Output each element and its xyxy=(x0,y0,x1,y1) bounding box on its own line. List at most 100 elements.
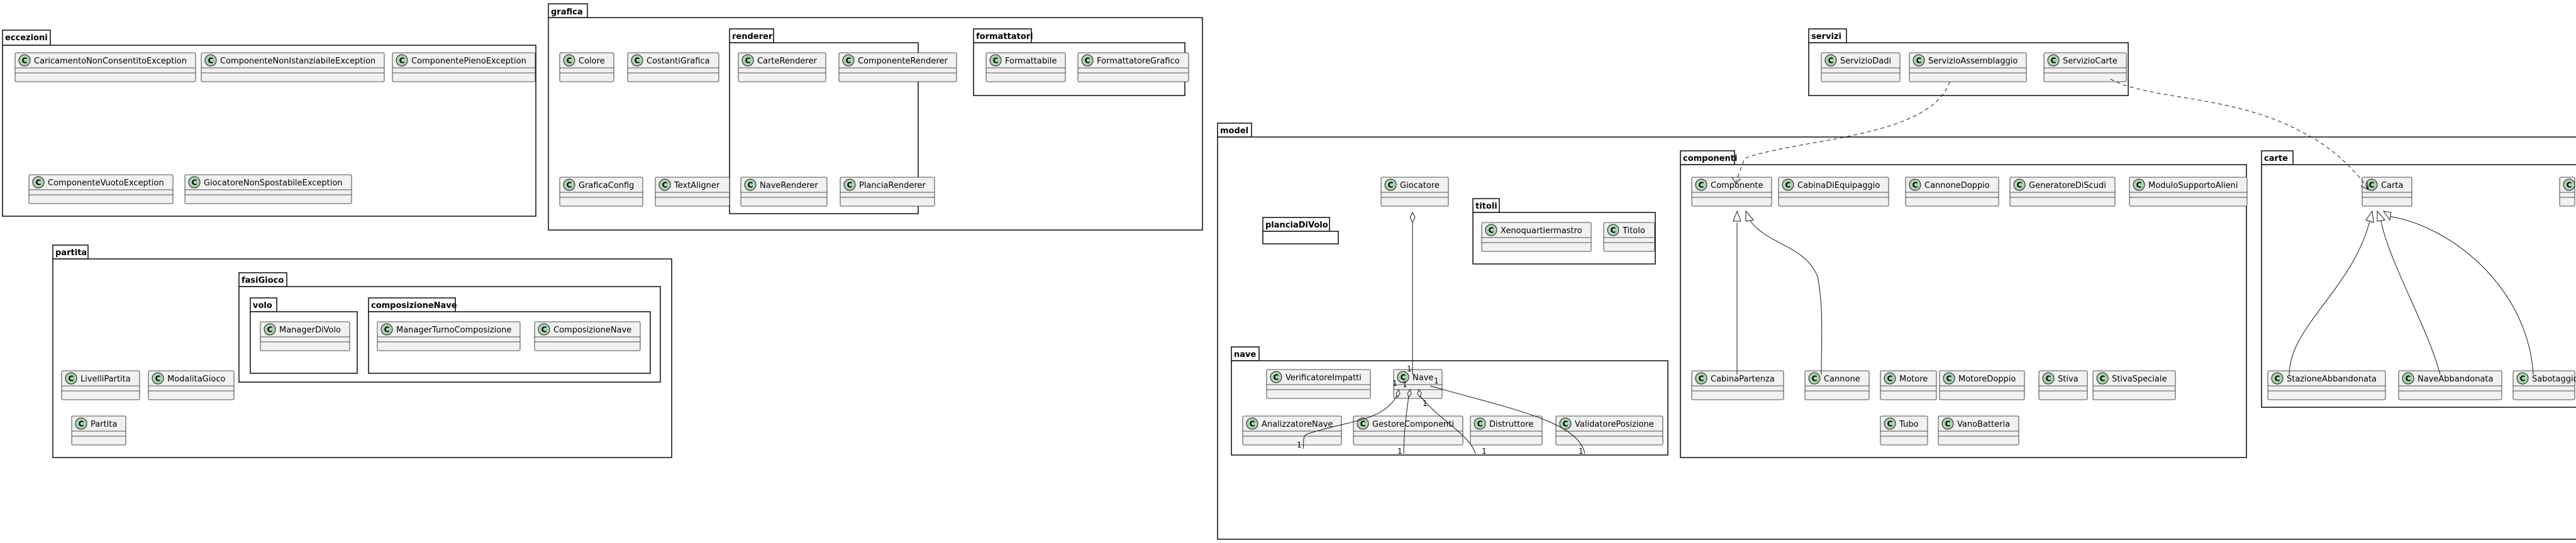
class-stereotype-letter: C xyxy=(1785,181,1791,190)
class-box xyxy=(2512,370,2575,400)
class-name: Stiva xyxy=(2058,375,2079,384)
class-box xyxy=(534,321,641,351)
class-stereotype-letter: C xyxy=(1085,57,1091,65)
class-name: StazioneAbbandonata xyxy=(2287,375,2377,384)
class-box xyxy=(1905,177,1999,207)
class-box xyxy=(2009,177,2116,207)
class-stereotype-icon xyxy=(1246,417,1258,430)
class-stereotype-icon xyxy=(396,54,408,67)
class-name: AnalizzatoreNave xyxy=(1262,420,1333,429)
class-box xyxy=(1938,415,2019,446)
class-stereotype-icon xyxy=(843,178,856,191)
class-name: Colore xyxy=(579,57,605,66)
package-label: volo xyxy=(253,301,272,310)
class-CabinaDiEquipaggio[interactable]: C CabinaDiEquipaggio xyxy=(1778,177,1889,207)
class-box xyxy=(2129,177,2248,207)
class-stereotype-letter: C xyxy=(399,57,405,65)
class-stereotype-letter: C xyxy=(847,181,853,190)
class-stereotype-icon xyxy=(1824,54,1837,67)
class-stereotype-letter: C xyxy=(79,420,84,429)
class-box xyxy=(1939,370,2025,400)
class-name: Formattabile xyxy=(1005,57,1057,66)
class-stereotype-letter: C xyxy=(1887,375,1893,383)
class-name: Tubo xyxy=(1899,420,1918,429)
class-name: Cannone xyxy=(1824,375,1860,384)
class-stereotype-icon xyxy=(563,54,575,67)
package-label: formattatori xyxy=(976,32,1033,41)
class-name: CabinaDiEquipaggio xyxy=(1797,181,1880,190)
aggregation-diamond xyxy=(1396,388,1401,398)
class-box xyxy=(2092,370,2176,400)
package-label: composizioneNave xyxy=(371,301,457,310)
package-label: partita xyxy=(55,248,87,258)
class-stereotype-letter: C xyxy=(267,326,273,334)
class-stereotype-icon xyxy=(75,417,87,430)
class-Pol[interactable]: CPol xyxy=(2559,177,2576,207)
class-name: MotoreDoppio xyxy=(1958,375,2016,384)
class-name: Giocatore xyxy=(1400,181,1440,190)
class-stereotype-icon xyxy=(1559,417,1572,430)
association-nave-gestore: 1 1 xyxy=(1397,380,1412,456)
class-stereotype-letter: C xyxy=(384,326,390,334)
class-stereotype-letter: C xyxy=(1945,420,1951,429)
class-stereotype-letter: C xyxy=(846,57,852,65)
package-planciaDiVolo: planciaDiVolo xyxy=(1262,217,1339,244)
class-box xyxy=(61,370,140,400)
class-stereotype-icon xyxy=(1913,54,1925,67)
class-name: NaveRenderer xyxy=(760,181,818,190)
class-stereotype-icon xyxy=(744,178,757,191)
class-name: GiocatoreNonSpostabileException xyxy=(204,178,343,188)
class-stereotype-icon xyxy=(1384,178,1397,191)
class-box xyxy=(201,52,385,82)
